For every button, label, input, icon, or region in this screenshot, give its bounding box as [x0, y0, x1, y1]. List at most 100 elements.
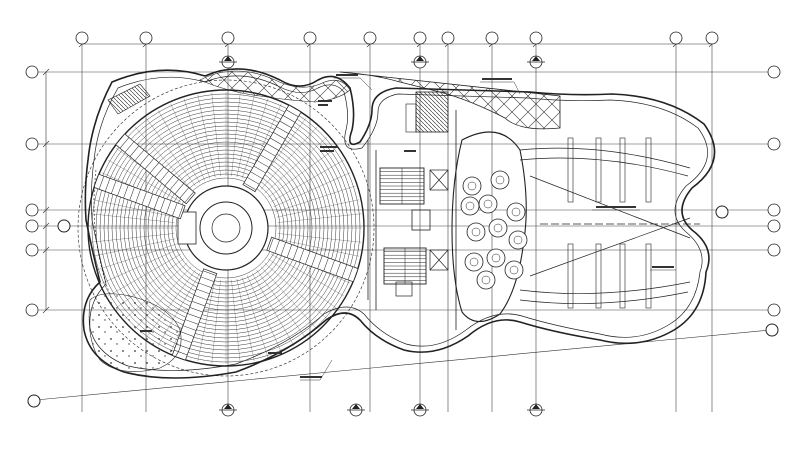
aisle-step [260, 154, 273, 163]
column-strip [645, 243, 652, 309]
aisle-step [194, 294, 208, 301]
dimension-tick [42, 140, 50, 148]
aisle-step [117, 182, 123, 197]
aisle-step [98, 176, 105, 190]
aisle-step [153, 196, 160, 210]
aisle-step [243, 182, 257, 191]
aisle-step [149, 162, 160, 174]
round-table-top [469, 257, 479, 267]
aisle-step [335, 262, 341, 276]
seat-division [92, 238, 176, 257]
seat-division [260, 266, 318, 330]
center-walls [367, 110, 457, 330]
seat-division [231, 279, 241, 364]
aisle-step [280, 242, 286, 256]
aisle-step [292, 246, 299, 260]
seat-division [108, 159, 182, 203]
aisle-step [154, 166, 165, 178]
section-marker-arrow [224, 404, 232, 409]
round-table [476, 270, 496, 290]
column-strip [595, 137, 602, 203]
grid-balloon [75, 31, 89, 45]
seat-division [270, 253, 344, 297]
aisle-step [250, 171, 263, 179]
aisle-step [202, 270, 217, 276]
round-table [462, 176, 482, 196]
round-table [508, 230, 528, 250]
round-table [506, 202, 526, 222]
aisle-step [119, 137, 130, 149]
round-table-top [513, 235, 523, 245]
column-strip [567, 243, 574, 309]
section-tag-se [765, 323, 779, 337]
west-corridor [93, 169, 113, 301]
annotation-marks [140, 74, 674, 378]
aisle [242, 104, 302, 193]
aisle-step [180, 331, 195, 337]
aisle [115, 133, 196, 205]
aisle [171, 268, 218, 361]
section-marker-arrow [352, 404, 360, 409]
seat-division [241, 277, 269, 358]
column-strip [595, 243, 602, 309]
aisle-outline [171, 268, 218, 361]
aisle-step [172, 202, 178, 217]
dimension-tick [42, 222, 50, 230]
aisle-step [164, 174, 175, 186]
aisle-step [191, 301, 206, 307]
column-strip [619, 243, 626, 309]
north-stair-core [379, 167, 425, 205]
section-marker-arrow [532, 404, 540, 409]
aisle-step [198, 282, 212, 288]
grid-balloon [767, 203, 781, 217]
dimension-tick [42, 206, 50, 214]
seat-division [211, 92, 221, 177]
seat-division [276, 238, 360, 257]
aisle-step [166, 200, 172, 214]
aisle-step [135, 189, 141, 203]
aisle-step [279, 120, 292, 129]
round-table-top [491, 253, 501, 263]
lattice-roof-band [339, 71, 561, 130]
aisle-step [200, 276, 215, 282]
aisle-step [286, 244, 293, 258]
lobby-hall [451, 131, 527, 323]
aisle-step [299, 248, 305, 263]
dimension-tick [42, 246, 50, 254]
seat-division [145, 117, 196, 187]
round-table-top [481, 275, 491, 285]
round-table-top [509, 265, 519, 275]
top-dimension-line [78, 40, 716, 48]
grid-balloon [221, 31, 235, 45]
seat-division [241, 98, 269, 179]
aisle-step [144, 158, 155, 170]
west-stair [107, 83, 151, 115]
seat-division [270, 159, 344, 203]
round-table-top [511, 207, 521, 217]
grid-balloons-left [25, 65, 39, 317]
grid-balloon [485, 31, 499, 45]
service-block-north [405, 91, 449, 133]
round-table-top [493, 223, 503, 233]
grid-balloon [669, 31, 683, 45]
aisle-step [253, 165, 266, 174]
seat-division [183, 98, 211, 179]
aisle-step [187, 313, 201, 319]
aisle-step [273, 132, 286, 140]
aisle-step [305, 251, 311, 265]
aisle-step [141, 191, 147, 205]
aisle-step [179, 187, 189, 199]
aisle-step [178, 204, 184, 219]
seat-division [101, 249, 179, 284]
aisle-step [282, 115, 296, 123]
stage-core [199, 201, 253, 255]
aisle [93, 173, 186, 220]
hall-column-strips [540, 137, 700, 309]
right-hall [519, 147, 691, 304]
grid-balloon [139, 31, 153, 45]
round-table [478, 194, 498, 214]
grid-balloon [767, 303, 781, 317]
seat-division [260, 126, 318, 190]
dimension-tick [42, 306, 50, 314]
